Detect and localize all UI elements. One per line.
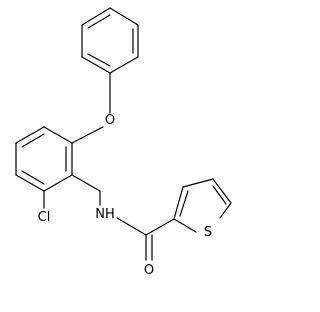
bond bbox=[21, 133, 45, 148]
ether-oxygen-label: O bbox=[105, 113, 115, 128]
bond bbox=[15, 126, 45, 144]
bond bbox=[81, 56, 111, 74]
bond bbox=[21, 170, 45, 185]
amine-nh-label: NH bbox=[95, 207, 115, 222]
bond bbox=[109, 56, 139, 74]
bond bbox=[15, 174, 45, 192]
structure-drawing: O Cl NH S O bbox=[15, 7, 232, 278]
bond bbox=[145, 218, 175, 236]
bond bbox=[43, 174, 73, 192]
bond bbox=[71, 126, 104, 144]
bond bbox=[219, 202, 232, 219]
chlorine-label: Cl bbox=[38, 210, 51, 225]
bond bbox=[116, 217, 147, 236]
molecule-structure: O Cl NH S O bbox=[15, 7, 232, 278]
bond bbox=[173, 218, 197, 233]
bond bbox=[43, 126, 73, 144]
bond bbox=[71, 174, 101, 192]
bond bbox=[212, 178, 232, 204]
bond bbox=[182, 178, 214, 188]
bond bbox=[109, 7, 139, 26]
carbonyl-oxygen-label: O bbox=[144, 263, 154, 278]
sulfur-label: S bbox=[204, 225, 212, 240]
bond bbox=[173, 186, 184, 220]
bond bbox=[179, 190, 189, 217]
bond bbox=[87, 53, 111, 67]
bond bbox=[81, 7, 111, 26]
atom-labels: O Cl NH S O bbox=[38, 113, 212, 278]
bond bbox=[212, 185, 227, 205]
bond bbox=[87, 14, 111, 29]
bond-lines bbox=[15, 7, 232, 261]
